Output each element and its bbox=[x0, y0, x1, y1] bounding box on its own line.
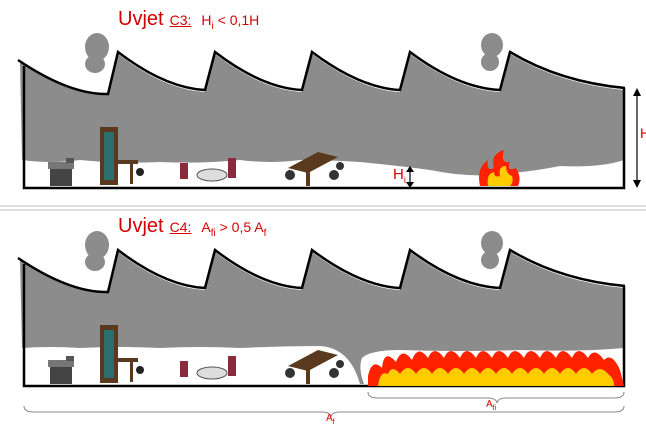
fire-icon bbox=[479, 150, 520, 186]
bookcase-desk-icon bbox=[100, 127, 144, 185]
smoke-puff bbox=[85, 33, 503, 73]
title-code: C3: bbox=[169, 12, 192, 28]
smoke-puff bbox=[85, 231, 503, 271]
afi-brace bbox=[367, 391, 625, 404]
building-walls bbox=[22, 264, 626, 388]
smoke-layer bbox=[20, 54, 624, 176]
panel-c4 bbox=[16, 231, 627, 388]
table-chairs-icon bbox=[180, 158, 236, 182]
title-word: Uvjet bbox=[118, 215, 164, 237]
condition-c3-title: Uvjet C3: Hi < 0,1H bbox=[118, 8, 259, 32]
desk-chairs-icon bbox=[285, 350, 344, 384]
title-word: Uvjet bbox=[118, 8, 164, 30]
title-code: C4: bbox=[169, 219, 192, 235]
label-afi: Afi bbox=[486, 399, 497, 412]
panel-c3 bbox=[16, 33, 641, 190]
bookcase-desk-icon bbox=[100, 325, 144, 383]
h-dimension-arrow bbox=[633, 88, 641, 188]
condition-text: Hi < 0,1H bbox=[201, 12, 260, 32]
desk-chairs-icon bbox=[285, 152, 344, 186]
fire-band-icon bbox=[368, 351, 624, 386]
photocopier-icon bbox=[48, 158, 74, 186]
label-h: H bbox=[640, 125, 646, 141]
smoke-layer bbox=[20, 252, 624, 384]
af-brace bbox=[23, 405, 625, 418]
label-hi: Hi bbox=[393, 166, 406, 185]
table-chairs-icon bbox=[180, 356, 236, 380]
condition-text: Afi > 0,5 Af bbox=[201, 219, 267, 239]
photocopier-icon bbox=[48, 356, 74, 384]
label-af: Af bbox=[326, 413, 335, 426]
building-walls bbox=[22, 66, 626, 190]
condition-c4-title: Uvjet C4: Afi > 0,5 Af bbox=[118, 215, 266, 239]
hi-dimension-arrow bbox=[406, 166, 414, 188]
